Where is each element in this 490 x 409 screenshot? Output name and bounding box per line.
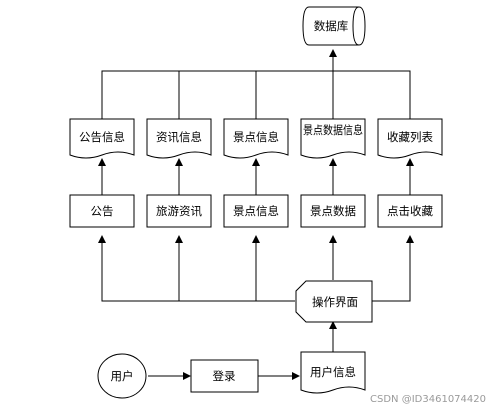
module-announcement-label: 公告 bbox=[91, 204, 114, 218]
operation-ui-node: 操作界面 bbox=[295, 280, 373, 323]
module-click-favorite: 点击收藏 bbox=[377, 194, 443, 228]
module-spot-info: 景点信息 bbox=[223, 194, 289, 228]
module-travel-news: 旅游资讯 bbox=[146, 194, 212, 228]
login-node: 登录 bbox=[190, 359, 259, 393]
module-travel-news-label: 旅游资讯 bbox=[156, 204, 202, 218]
doc-news-info: 资讯信息 bbox=[146, 118, 212, 159]
module-announcement: 公告 bbox=[69, 194, 135, 228]
doc-favorites-list-label: 收藏列表 bbox=[387, 130, 433, 144]
user-label: 用户 bbox=[111, 369, 134, 383]
watermark: CSDN @ID3461074420 bbox=[370, 394, 486, 405]
user-node: 用户 bbox=[97, 353, 147, 399]
module-spot-data-label: 景点数据 bbox=[310, 204, 356, 218]
database-node: 数据库 bbox=[302, 6, 366, 46]
module-click-favorite-label: 点击收藏 bbox=[387, 204, 433, 218]
doc-spot-data-info-label: 景点数据信息 bbox=[303, 123, 363, 137]
bus-bottom-right bbox=[372, 236, 411, 302]
user-info-shape bbox=[300, 351, 366, 394]
login-label: 登录 bbox=[213, 369, 236, 383]
module-spot-info-label: 景点信息 bbox=[233, 204, 279, 218]
operation-ui-shape bbox=[295, 280, 373, 323]
user-info-node: 用户信息 bbox=[300, 351, 366, 394]
doc-spot-info: 景点信息 bbox=[223, 118, 289, 159]
doc-spot-info-label: 景点信息 bbox=[233, 130, 279, 144]
database-label: 数据库 bbox=[314, 19, 349, 33]
doc-announcement-info: 公告信息 bbox=[69, 118, 135, 159]
doc-news-info-label: 资讯信息 bbox=[156, 130, 202, 144]
doc-favorites-list: 收藏列表 bbox=[377, 118, 443, 159]
module-spot-data: 景点数据 bbox=[300, 194, 366, 228]
user-info-label: 用户信息 bbox=[310, 365, 356, 379]
doc-announcement-info-label: 公告信息 bbox=[79, 130, 125, 144]
operation-ui-label: 操作界面 bbox=[312, 295, 358, 309]
doc-spot-data-info: 景点数据信息 bbox=[300, 118, 366, 159]
edges bbox=[98, 49, 414, 380]
bus-bottom-left bbox=[101, 236, 295, 302]
